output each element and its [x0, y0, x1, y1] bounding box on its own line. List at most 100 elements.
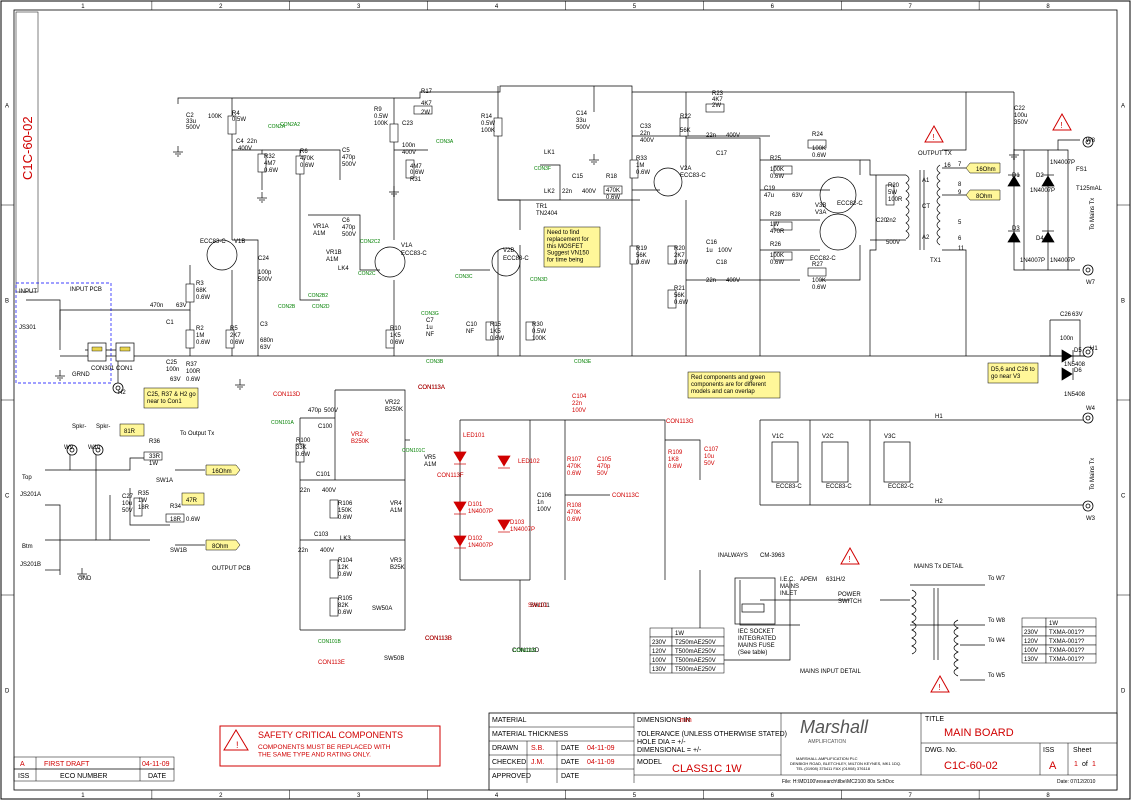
tb-sheet: 1: [1074, 761, 1078, 768]
ground-symbol: [389, 186, 399, 197]
tb-company-name: MARSHALL AMPLIFICATION PLC: [796, 756, 858, 761]
connector-label: CON2B2: [308, 293, 328, 299]
component-label: A1M: [424, 462, 436, 468]
wire-tags: 16Ohm 8Ohm 16Ohm 8Ohm To Output Tx OUTPU…: [180, 162, 1096, 572]
component-label: OUTPUT TX: [918, 151, 952, 157]
component-label: 6: [958, 236, 962, 242]
component-label-red: 50V: [704, 461, 715, 467]
resistor: [667, 245, 677, 265]
tb-iss-label: ISS: [1043, 747, 1055, 754]
component-label: 2n2: [886, 218, 897, 224]
component-label: 50V: [122, 508, 133, 514]
component-label: R23: [712, 91, 724, 97]
component-label-red: SW101: [528, 603, 548, 609]
component-label: 4K7: [421, 101, 432, 107]
resistor: [773, 221, 793, 231]
component-label: 2K7: [674, 253, 685, 259]
grid-col-bottom: 6: [771, 793, 775, 799]
component-label: 470p: [308, 408, 322, 414]
fuse-table-cell: 120V: [1024, 639, 1038, 645]
component-label: 22n: [562, 189, 572, 195]
component-label: R37: [186, 362, 198, 368]
component-label-red: 470K: [567, 464, 581, 470]
component-label: 7: [958, 162, 962, 168]
component-label: To W8: [988, 618, 1006, 624]
component-label: 0.5W: [532, 329, 546, 335]
tb-checked-date: 04-11-09: [587, 759, 615, 766]
component-label-red: 0.6W: [567, 471, 581, 477]
component-label: 1n: [537, 500, 544, 506]
component-label: V1B: [234, 239, 245, 245]
fuse-table-cell: 100V: [1024, 648, 1038, 654]
resistor: [295, 155, 305, 175]
component-label: C24: [258, 256, 270, 262]
component-label-red: LED102: [518, 459, 540, 465]
resistor: [405, 159, 415, 179]
component-label: SW101: [530, 603, 550, 609]
component-label: 0.6W: [490, 336, 504, 342]
component-label: 33u: [576, 118, 586, 124]
component-label: SW1B: [170, 548, 187, 554]
tb-model-label: MODEL: [637, 759, 662, 766]
component-label: 470n: [150, 303, 163, 309]
component-label: 100K: [208, 114, 222, 120]
component-label: A1M: [326, 257, 338, 263]
component-label: 631H/2: [826, 577, 846, 583]
component-label: 0.6W: [674, 300, 688, 306]
tb-title-label: TITLE: [925, 716, 944, 723]
warning-icon: !: [924, 124, 944, 143]
component-label: 1u: [426, 325, 433, 331]
connector-label: CON101B: [318, 639, 341, 645]
tb-dwg-label: DWG. No.: [925, 747, 957, 754]
fuse-table-cell: T500mAE250V: [675, 667, 716, 673]
component-label: V1C: [772, 434, 784, 440]
component-label: W4: [1086, 406, 1096, 412]
component-label-red: VR2: [351, 432, 363, 438]
component-label: R32: [264, 154, 276, 160]
component-label: 100R: [888, 197, 903, 203]
component-label: 0.6W: [230, 340, 244, 346]
component-label-red: D102: [468, 536, 483, 542]
fuse-table-cell: 1W: [675, 631, 684, 637]
fuse-table-cell: TXMA-001??: [1049, 657, 1085, 663]
component-label: 470p: [342, 155, 356, 161]
schematic-wiring: [26, 85, 1088, 681]
component-label: To W5: [988, 673, 1006, 679]
tb-dimensions-unit: mm: [680, 717, 692, 724]
to-output-tx: To Output Tx: [180, 431, 214, 437]
component-label: 470K: [300, 156, 314, 162]
component-label: C7: [426, 318, 434, 324]
component-label: V2A: [680, 166, 691, 172]
resistor: [773, 165, 793, 175]
component-label: 1W: [149, 461, 158, 467]
component-label: 63V: [176, 303, 187, 309]
component-label: 82K: [338, 603, 349, 609]
fuse-table-cell: 100V: [652, 658, 666, 664]
component-label: ECC82-C: [810, 256, 836, 262]
tag-8ohm-left: 8Ohm: [212, 544, 228, 550]
component-label: VR3: [390, 558, 402, 564]
component-label: FS1: [1076, 167, 1088, 173]
component-label: 1M: [196, 333, 204, 339]
ground-symbol: [235, 379, 245, 390]
resistor: [329, 499, 339, 519]
component-label: I.E.C.: [780, 577, 795, 583]
component-label: JS201B: [20, 562, 41, 568]
component-label: APEM: [800, 577, 817, 583]
tb-checked-by: J.M.: [531, 759, 544, 766]
component-label: 1N4007P: [1050, 160, 1075, 166]
component-label-red: C107: [704, 447, 719, 453]
vertical-drawing-id: C1C-60-02: [15, 11, 39, 293]
rev-hdr-iss: ISS: [18, 773, 30, 780]
component-label: C14: [576, 111, 588, 117]
grid-row-right: A: [1121, 104, 1125, 110]
resistor: [603, 185, 623, 195]
note-81r-text: 81R: [124, 429, 136, 435]
component-label: 63V: [1072, 312, 1083, 318]
component-label: IEC SOCKET: [738, 629, 775, 635]
component-label-red: 0.6W: [567, 517, 581, 523]
